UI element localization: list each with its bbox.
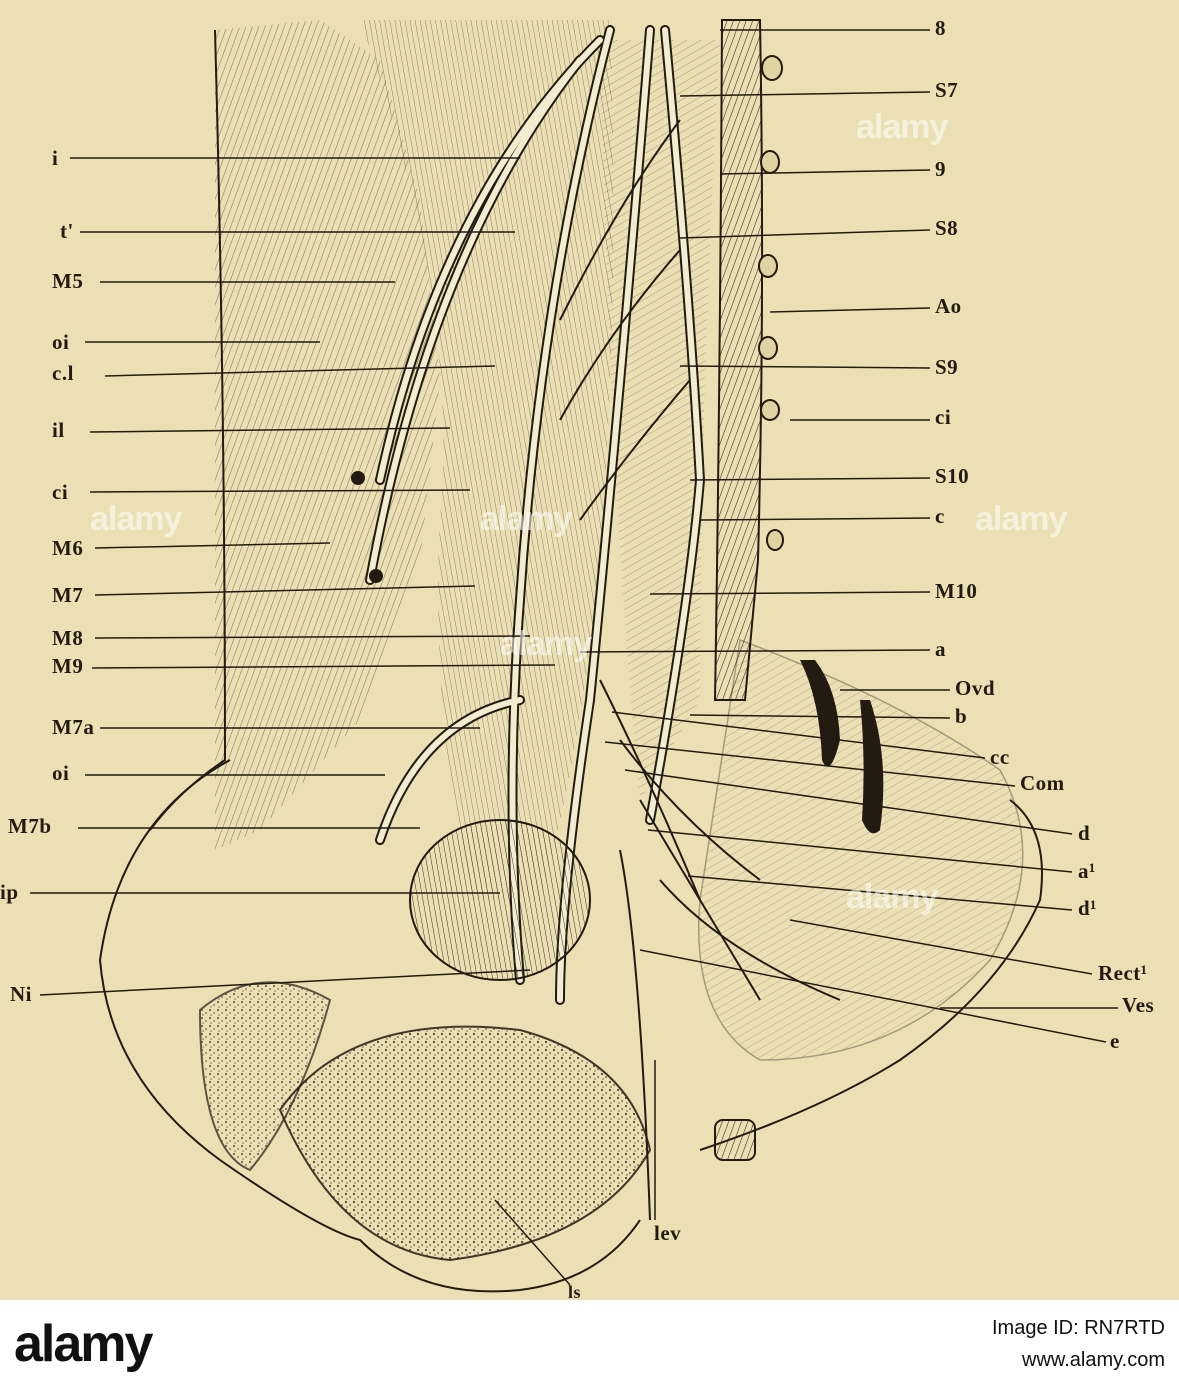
label-ci-right: ci bbox=[935, 405, 952, 429]
label-cl: c.l bbox=[52, 361, 74, 385]
alamy-logo: alamy bbox=[14, 1315, 153, 1373]
label-a1: a¹ bbox=[1078, 859, 1096, 883]
label-c: c bbox=[935, 504, 945, 528]
label-cc: cc bbox=[990, 745, 1010, 769]
label-M6: M6 bbox=[52, 536, 84, 560]
label-b: b bbox=[955, 704, 968, 728]
label-M8: M8 bbox=[52, 626, 84, 650]
label-Ao: Ao bbox=[935, 294, 962, 318]
label-ls: ls bbox=[568, 1282, 582, 1302]
levator-stump bbox=[714, 1119, 756, 1161]
label-ip: ip bbox=[0, 880, 19, 904]
label-M7b: M7b bbox=[8, 814, 52, 838]
label-S8: S8 bbox=[935, 216, 959, 240]
label-ci-left: ci bbox=[52, 480, 69, 504]
label-M7a: M7a bbox=[52, 715, 95, 739]
label-Ovd: Ovd bbox=[955, 676, 996, 700]
image-info: Image ID: RN7RTD www.alamy.com bbox=[992, 1312, 1165, 1376]
label-9: 9 bbox=[935, 157, 946, 181]
wall-edge bbox=[149, 29, 227, 831]
label-a: a bbox=[935, 637, 946, 661]
label-i: i bbox=[52, 146, 59, 170]
site-url: www.alamy.com bbox=[1022, 1349, 1165, 1371]
watermark: alamy bbox=[856, 108, 948, 146]
femoral-head bbox=[409, 819, 591, 981]
label-S9: S9 bbox=[935, 355, 959, 379]
label-t-prime: t' bbox=[60, 219, 74, 243]
label-S7: S7 bbox=[935, 78, 959, 102]
image-id: Image ID: RN7RTD bbox=[991, 1317, 1165, 1339]
psoas-muscle bbox=[360, 20, 614, 900]
label-oi: oi bbox=[52, 330, 70, 354]
label-d: d bbox=[1078, 821, 1091, 845]
label-e: e bbox=[1110, 1029, 1120, 1053]
aorta bbox=[713, 19, 764, 701]
label-M5: M5 bbox=[52, 269, 84, 293]
label-M7: M7 bbox=[52, 583, 84, 607]
pubic-bone bbox=[278, 1025, 652, 1262]
label-oi-2: oi bbox=[52, 761, 70, 785]
label-Ni: Ni bbox=[10, 982, 32, 1006]
anatomical-plate: i t' M5 oi c.l il ci M6 M7 M8 M9 M7a oi … bbox=[0, 16, 1155, 1302]
label-il: il bbox=[52, 418, 65, 442]
watermark: alamy bbox=[846, 878, 938, 916]
footer-bar: alamy Image ID: RN7RTD www.alamy.com bbox=[0, 1300, 1179, 1390]
label-Ves: Ves bbox=[1122, 993, 1155, 1017]
watermark: alamy bbox=[480, 500, 572, 538]
vessel-stubs bbox=[758, 55, 784, 551]
label-8: 8 bbox=[935, 16, 946, 40]
label-Com: Com bbox=[1020, 771, 1065, 795]
pelvis-outline bbox=[98, 759, 641, 1293]
abdominal-wall bbox=[215, 20, 440, 850]
watermark: alamy bbox=[90, 500, 182, 538]
label-M10: M10 bbox=[935, 579, 978, 603]
watermark: alamy bbox=[975, 500, 1067, 538]
label-S10: S10 bbox=[935, 464, 970, 488]
watermark: alamy bbox=[500, 625, 592, 663]
label-lev: lev bbox=[654, 1221, 682, 1245]
label-M9: M9 bbox=[52, 654, 84, 678]
label-Rect1: Rect¹ bbox=[1098, 961, 1148, 985]
label-d1: d¹ bbox=[1078, 896, 1097, 920]
